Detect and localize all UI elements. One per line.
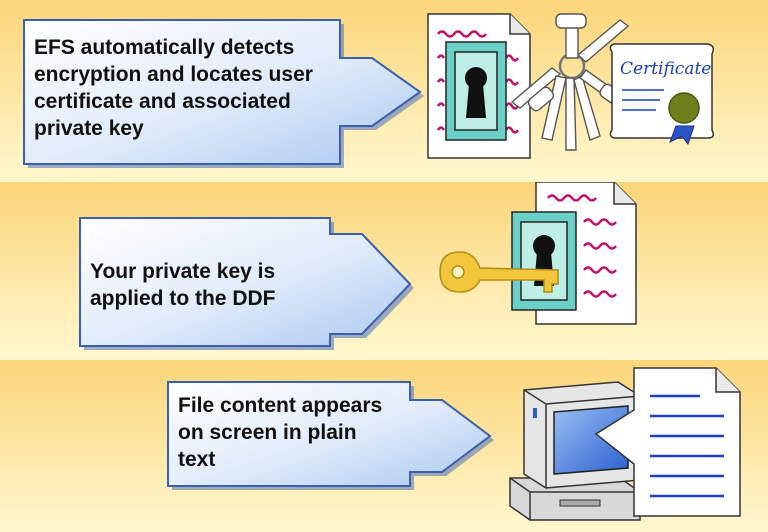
callout-arrow-3 <box>167 381 492 487</box>
step-band-3-graphics <box>0 360 768 532</box>
step-band-2-graphics <box>0 182 768 360</box>
certificate-script: Certificate <box>620 59 711 79</box>
step-band-1: Certificate EFS automatically detects en… <box>0 0 768 182</box>
step-band-3: File content appears on screen in plain … <box>0 360 768 532</box>
step-3-text: File content appears on screen in plain … <box>178 394 383 471</box>
callout-arrow-1 <box>23 19 422 165</box>
encrypted-document-icon-2 <box>511 182 637 325</box>
step-1-text: EFS automatically detects encryption and… <box>34 36 313 140</box>
gold-key-icon <box>439 251 559 293</box>
certificate-icon: Certificate <box>609 43 715 146</box>
plaintext-document-icon <box>594 367 741 517</box>
step-2-text: Your private key is applied to the DDF <box>90 260 276 310</box>
step-band-2: Your private key is applied to the DDF <box>0 182 768 360</box>
step-band-1-graphics: Certificate <box>0 0 768 182</box>
callout-arrow-2 <box>79 217 412 347</box>
keys-bundle-icon <box>510 13 630 151</box>
computer-icon <box>509 381 641 521</box>
encrypted-document-icon <box>427 13 531 159</box>
